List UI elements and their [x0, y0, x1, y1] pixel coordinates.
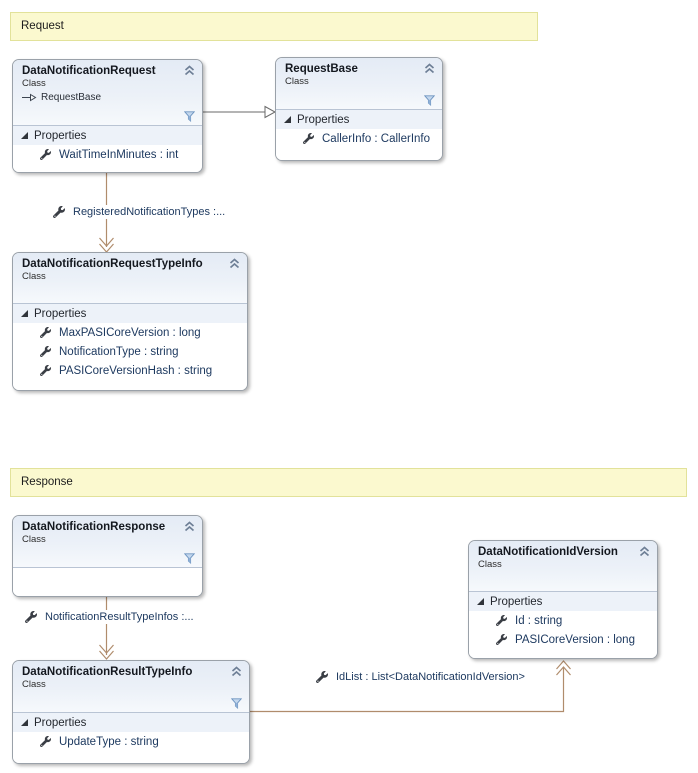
property-label: CallerInfo : CallerInfo [322, 132, 431, 145]
class-box-data-notification-request-type-info[interactable]: DataNotificationRequestTypeInfo Class Pr… [12, 252, 248, 391]
expander-triangle-icon [21, 132, 28, 139]
wrench-icon [40, 346, 51, 357]
property-label: PASICoreVersion : long [515, 633, 635, 646]
collapse-chevron-icon[interactable] [183, 65, 196, 76]
property-label: UpdateType : string [59, 735, 159, 748]
filter-funnel-icon[interactable] [184, 553, 195, 564]
wrench-icon [496, 615, 507, 626]
wrench-icon [496, 634, 507, 645]
base-type-arrow-icon [22, 93, 37, 102]
association-notification-result-type-infos[interactable] [99, 597, 114, 660]
properties-compartment-header[interactable]: Properties [469, 592, 657, 611]
properties-compartment-header[interactable]: Properties [13, 304, 247, 323]
expander-triangle-icon [477, 598, 484, 605]
property-label: WaitTimeInMinutes : int [59, 148, 179, 161]
class-stereotype: Class [22, 534, 46, 545]
association-label-text: IdList : List<DataNotificationIdVersion> [336, 671, 525, 683]
property-row[interactable]: PASICoreVersionHash : string [13, 361, 247, 380]
wrench-icon [303, 133, 314, 144]
collapse-chevron-icon[interactable] [230, 666, 243, 677]
class-body [13, 568, 202, 596]
class-header: DataNotificationRequest Class RequestBas… [13, 60, 202, 126]
filter-funnel-icon[interactable] [424, 95, 435, 106]
class-body [13, 380, 247, 390]
class-title: DataNotificationResultTypeInfo [22, 666, 193, 678]
compartment-label: Properties [297, 113, 350, 126]
base-type-name: RequestBase [41, 92, 102, 103]
association-label-registered-notification-types[interactable]: RegisteredNotificationTypes :... [50, 205, 229, 219]
association-label-notification-result-type-infos[interactable]: NotificationResultTypeInfos :... [22, 610, 197, 624]
class-header: DataNotificationRequestTypeInfo Class [13, 253, 247, 304]
collapse-chevron-icon[interactable] [638, 546, 651, 557]
class-header: RequestBase Class [276, 58, 442, 110]
property-row[interactable]: CallerInfo : CallerInfo [276, 129, 442, 148]
property-row[interactable]: MaxPASICoreVersion : long [13, 323, 247, 342]
wrench-icon [40, 327, 51, 338]
properties-compartment-header[interactable]: Properties [13, 713, 249, 732]
class-stereotype: Class [22, 271, 46, 282]
class-box-data-notification-response[interactable]: DataNotificationResponse Class [12, 515, 203, 597]
filter-funnel-icon[interactable] [231, 698, 242, 709]
property-row[interactable]: NotificationType : string [13, 342, 247, 361]
wrench-icon [53, 206, 65, 218]
wrench-icon [316, 671, 328, 683]
expander-triangle-icon [21, 719, 28, 726]
class-body [276, 148, 442, 160]
collapse-chevron-icon[interactable] [228, 258, 241, 269]
property-label: MaxPASICoreVersion : long [59, 326, 201, 339]
property-row[interactable]: Id : string [469, 611, 657, 630]
compartment-label: Properties [34, 129, 87, 142]
collapse-chevron-icon[interactable] [183, 521, 196, 532]
expander-triangle-icon [21, 310, 28, 317]
compartment-label: Properties [34, 307, 87, 320]
filter-funnel-icon[interactable] [184, 111, 195, 122]
expander-triangle-icon [284, 116, 291, 123]
property-label: NotificationType : string [59, 345, 179, 358]
class-title: DataNotificationIdVersion [478, 546, 618, 558]
compartment-label: Properties [34, 716, 87, 729]
class-stereotype: Class [22, 679, 46, 690]
class-title: RequestBase [285, 63, 358, 75]
wrench-icon [40, 736, 51, 747]
inheritance-connector-request[interactable] [203, 105, 277, 119]
class-stereotype: Class [285, 76, 309, 87]
association-id-list[interactable] [250, 660, 571, 713]
class-title: DataNotificationRequest [22, 65, 156, 77]
section-banner-request[interactable]: Request [10, 12, 538, 41]
class-header: DataNotificationResponse Class [13, 516, 202, 568]
wrench-icon [25, 611, 37, 623]
class-title: DataNotificationRequestTypeInfo [22, 258, 203, 270]
association-label-id-list[interactable]: IdList : List<DataNotificationIdVersion> [313, 670, 528, 684]
class-stereotype: Class [478, 559, 502, 570]
property-row[interactable]: UpdateType : string [13, 732, 249, 751]
class-stereotype: Class [22, 78, 46, 89]
class-box-request-base[interactable]: RequestBase Class Properties CallerInfo … [275, 57, 443, 161]
properties-compartment-header[interactable]: Properties [13, 126, 202, 145]
association-label-text: RegisteredNotificationTypes :... [73, 206, 226, 218]
class-box-data-notification-result-type-info[interactable]: DataNotificationResultTypeInfo Class Pro… [12, 660, 250, 764]
collapse-chevron-icon[interactable] [423, 63, 436, 74]
compartment-label: Properties [490, 595, 543, 608]
class-title: DataNotificationResponse [22, 521, 166, 533]
property-row[interactable]: WaitTimeInMinutes : int [13, 145, 202, 164]
class-box-data-notification-request[interactable]: DataNotificationRequest Class RequestBas… [12, 59, 203, 173]
class-body [13, 751, 249, 763]
base-type-row: RequestBase [22, 92, 193, 103]
class-header: DataNotificationIdVersion Class [469, 541, 657, 592]
class-body [469, 649, 657, 658]
class-box-data-notification-id-version[interactable]: DataNotificationIdVersion Class Properti… [468, 540, 658, 659]
property-label: PASICoreVersionHash : string [59, 364, 213, 377]
properties-compartment-header[interactable]: Properties [276, 110, 442, 129]
wrench-icon [40, 365, 51, 376]
wrench-icon [40, 149, 51, 160]
property-label: Id : string [515, 614, 563, 627]
section-banner-response[interactable]: Response [10, 468, 687, 497]
class-body [13, 164, 202, 172]
property-row[interactable]: PASICoreVersion : long [469, 630, 657, 649]
class-header: DataNotificationResultTypeInfo Class [13, 661, 249, 713]
association-label-text: NotificationResultTypeInfos :... [45, 611, 194, 623]
